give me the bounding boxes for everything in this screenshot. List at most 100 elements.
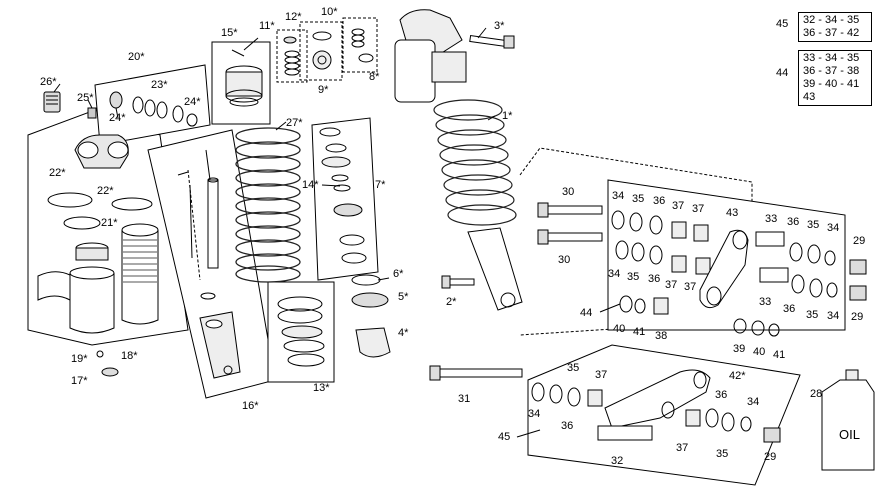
- label-4: 4*: [398, 327, 409, 339]
- label-2: 2*: [446, 296, 457, 308]
- label-35f: 35: [716, 448, 729, 460]
- label-32: 32: [611, 455, 624, 467]
- panel-valves: [311, 117, 379, 281]
- label-30a: 30: [562, 186, 575, 198]
- label-27: 27*: [286, 117, 303, 129]
- kit-45-title: 45: [776, 18, 789, 30]
- label-36c: 36: [787, 216, 800, 228]
- label-29b: 29: [851, 311, 864, 323]
- label-41a: 41: [633, 326, 646, 338]
- label-40b: 40: [753, 346, 766, 358]
- label-3: 3*: [494, 20, 505, 32]
- label-34e: 34: [528, 408, 541, 420]
- kit-44-line-3: 39 - 40 - 41: [803, 78, 860, 90]
- seal-stack: [277, 296, 325, 367]
- label-36d: 36: [783, 303, 796, 315]
- oil-label: OIL: [839, 427, 860, 442]
- label-19: 19*: [71, 353, 88, 365]
- label-35b: 35: [627, 271, 640, 283]
- panel-reservoir-cap: [94, 64, 211, 146]
- nuts-29: [763, 259, 867, 443]
- label-30b: 30: [558, 254, 571, 266]
- spring: [235, 127, 301, 283]
- main-shock-absorber: [394, 9, 523, 311]
- label-25: 25*: [77, 92, 94, 104]
- label-7: 7*: [375, 179, 386, 191]
- label-42: 42*: [729, 370, 746, 382]
- label-37b: 37: [692, 203, 705, 215]
- kit-45-line-2: 36 - 37 - 42: [803, 27, 860, 39]
- label-15: 15*: [221, 27, 238, 39]
- label-34d: 34: [827, 310, 840, 322]
- label-35e: 35: [567, 362, 580, 374]
- linkage-45-parts: [429, 365, 752, 441]
- label-39: 39: [733, 343, 746, 355]
- label-18: 18*: [121, 350, 138, 362]
- label-24a: 24*: [109, 112, 126, 124]
- label-36a: 36: [653, 195, 666, 207]
- small-kit-parts: [283, 28, 374, 76]
- linkage-dashed-outline: [519, 147, 753, 336]
- label-33b: 33: [759, 296, 772, 308]
- label-8: 8*: [369, 71, 380, 83]
- label-23: 23*: [151, 79, 168, 91]
- reservoir-parts: [37, 91, 159, 377]
- label-45: 45: [498, 431, 511, 443]
- label-28: 28: [810, 388, 823, 400]
- spring-seat-parts: [225, 49, 263, 107]
- kit-45-line-1: 32 - 34 - 35: [803, 14, 860, 26]
- label-37a: 37: [672, 200, 685, 212]
- leader-lines: [53, 27, 621, 438]
- label-1: 1*: [502, 110, 513, 122]
- label-31: 31: [458, 393, 471, 405]
- label-5: 5*: [398, 291, 409, 303]
- kit-44-line-1: 33 - 34 - 35: [803, 52, 860, 64]
- label-43: 43: [726, 207, 739, 219]
- label-11: 11*: [259, 20, 275, 32]
- panel-kit-8: [342, 17, 378, 73]
- label-29c: 29: [764, 451, 777, 463]
- label-21: 21*: [101, 217, 118, 229]
- kit-44-line-4: 43: [803, 91, 816, 103]
- label-37e: 37: [595, 369, 608, 381]
- kit-44-title: 44: [776, 67, 789, 79]
- lower-seals: [351, 274, 391, 358]
- label-41b: 41: [773, 349, 786, 361]
- linkage-44-parts: [537, 202, 838, 337]
- label-35a: 35: [632, 193, 645, 205]
- damper-rod-parts: [177, 149, 241, 379]
- panel-kit-12: [276, 29, 308, 83]
- label-44: 44: [580, 307, 593, 319]
- label-35c: 35: [807, 219, 820, 231]
- label-22a: 22*: [49, 167, 66, 179]
- label-13: 13*: [313, 382, 330, 394]
- label-38: 38: [655, 330, 668, 342]
- label-20: 20*: [128, 51, 145, 63]
- label-14: 14*: [302, 179, 319, 191]
- label-37c: 37: [665, 279, 678, 291]
- bolts-2-3: [441, 34, 515, 289]
- label-22b: 22*: [97, 185, 114, 197]
- label-16: 16*: [242, 400, 259, 412]
- label-37d: 37: [684, 281, 697, 293]
- kit-45-box: 32 - 34 - 35 36 - 37 - 42: [798, 12, 872, 42]
- label-34b: 34: [608, 268, 621, 280]
- valve-stack: [319, 127, 367, 264]
- label-17: 17*: [71, 375, 88, 387]
- label-12: 12*: [285, 11, 302, 23]
- label-34f: 34: [747, 396, 760, 408]
- label-29a: 29: [853, 235, 866, 247]
- label-6: 6*: [393, 268, 404, 280]
- label-10: 10*: [321, 6, 338, 18]
- kit-44-box: 33 - 34 - 35 36 - 37 - 38 39 - 40 - 41 4…: [798, 50, 872, 106]
- label-26: 26*: [40, 76, 57, 88]
- label-36e: 36: [561, 420, 574, 432]
- label-35d: 35: [806, 309, 819, 321]
- oil-bottle: [821, 369, 875, 471]
- label-24b: 24*: [184, 96, 201, 108]
- panel-kit-9: [299, 21, 343, 81]
- label-37f: 37: [676, 442, 689, 454]
- label-9: 9*: [318, 84, 329, 96]
- label-40a: 40: [613, 323, 626, 335]
